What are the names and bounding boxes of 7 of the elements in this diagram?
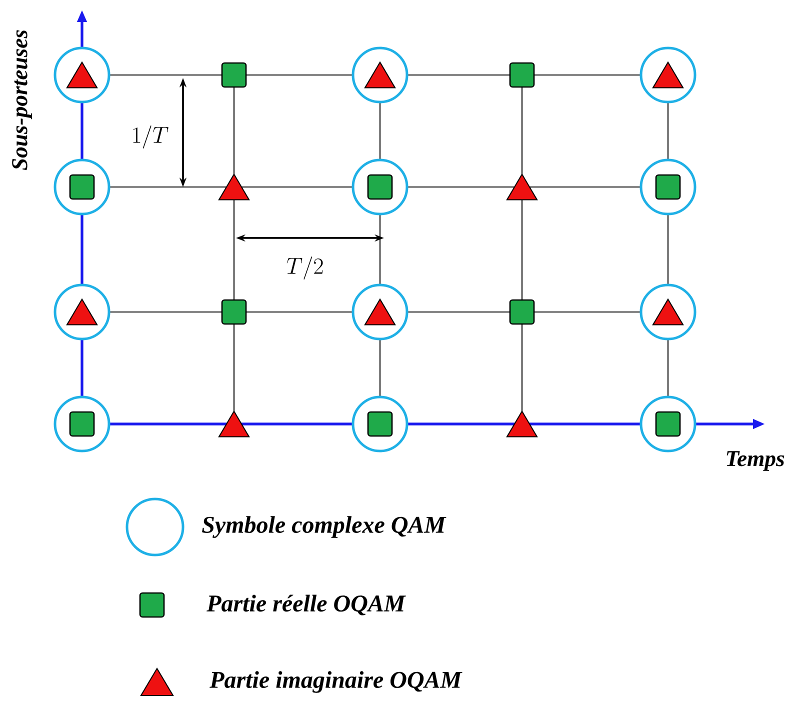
axis-label: Temps <box>726 451 784 471</box>
dimension-label: $1/T$ <box>133 126 168 148</box>
legend-label: Symbole complexe QAM <box>202 516 446 538</box>
legend-label: Partie imaginaire OQAM <box>210 671 462 693</box>
dimension-label: $T/2$ <box>286 256 323 280</box>
legend-label: Partie réelle OQAM <box>206 594 406 616</box>
axis-label: Sous-porteuses <box>12 30 32 170</box>
